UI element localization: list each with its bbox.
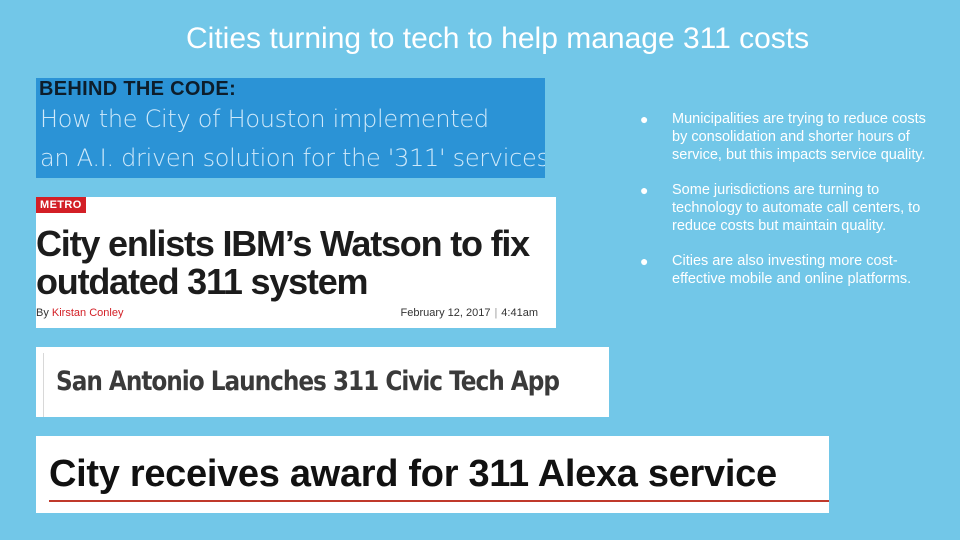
houston-kicker: BEHIND THE CODE: — [39, 78, 237, 100]
publish-date: February 12, 2017 — [400, 307, 491, 319]
metro-badge: METRO — [36, 197, 86, 213]
bullet-marker: ● — [640, 182, 649, 198]
san-antonio-headline: San Antonio Launches 311 Civic Tech App — [56, 366, 560, 397]
san-antonio-article-clipping: San Antonio Launches 311 Civic Tech App — [36, 347, 609, 417]
byline-prefix: By — [36, 307, 49, 319]
bullet-item: ● Some jurisdictions are turning to tech… — [634, 181, 944, 235]
houston-headline-line-1: How the City of Houston implemented — [40, 105, 489, 133]
clipping-left-border — [43, 353, 44, 417]
houston-headline-line-2: an A.I. driven solution for the '311' se… — [40, 144, 545, 172]
headline-underline-rule — [49, 500, 829, 502]
byline: By Kirstan Conley — [36, 307, 123, 319]
bullet-text: Some jurisdictions are turning to techno… — [672, 182, 921, 234]
houston-article-clipping: BEHIND THE CODE: How the City of Houston… — [36, 78, 545, 178]
dateline-separator: | — [494, 307, 498, 319]
publish-time: 4:41am — [501, 307, 538, 319]
alexa-headline: City receives award for 311 Alexa servic… — [49, 453, 777, 495]
author-name: Kirstan Conley — [51, 307, 124, 319]
bullet-text: Municipalities are trying to reduce cost… — [672, 111, 926, 163]
ibm-watson-headline: City enlists IBM’s Watson to fix outdate… — [36, 223, 530, 302]
bullet-marker: ● — [640, 111, 649, 127]
bullet-marker: ● — [640, 253, 649, 269]
alexa-article-clipping: City receives award for 311 Alexa servic… — [36, 436, 829, 513]
ibm-watson-article-clipping: METRO City enlists IBM’s Watson to fix o… — [36, 197, 556, 328]
bullet-list: ● Municipalities are trying to reduce co… — [634, 110, 944, 305]
dateline: February 12, 2017|4:41am — [401, 307, 538, 319]
slide-title: Cities turning to tech to help manage 31… — [186, 22, 810, 55]
bullet-item: ● Municipalities are trying to reduce co… — [634, 110, 944, 164]
bullet-item: ● Cities are also investing more cost-ef… — [634, 252, 944, 288]
bullet-text: Cities are also investing more cost-effe… — [672, 253, 912, 287]
